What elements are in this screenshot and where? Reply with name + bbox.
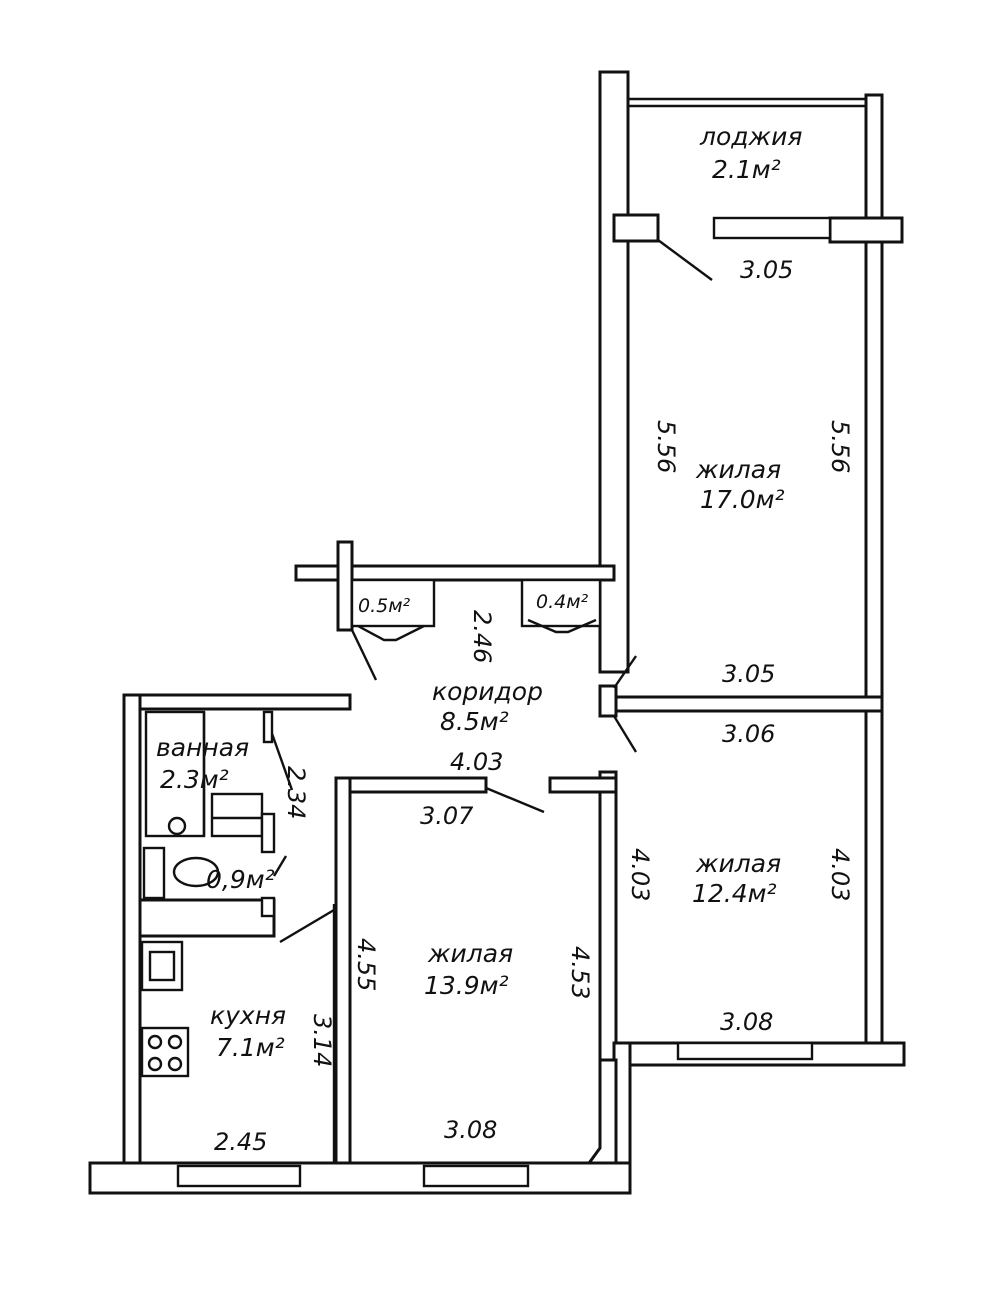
room-name-bathroom: ванная — [156, 733, 249, 762]
dim-corridor-width: 4.03 — [450, 748, 503, 776]
room-area-living1: 17.0м² — [700, 485, 785, 514]
door-living2 — [612, 715, 638, 753]
washing-machine — [210, 792, 264, 838]
door-living1-lower — [613, 655, 637, 689]
door-corridor-left — [350, 629, 378, 681]
closet-1 — [350, 578, 436, 628]
dim-kitchen-bottom: 2.45 — [214, 1128, 267, 1156]
wall-bottom — [88, 1161, 632, 1195]
stove — [140, 1026, 190, 1078]
room-name-living2: жилая — [695, 849, 781, 878]
dimension-labels: 3.05 5.56 5.56 3.05 2.46 4.03 3.06 4.03 … — [214, 256, 854, 1156]
wall-room-partition — [612, 695, 884, 713]
window-loggia-inner — [712, 216, 832, 240]
window-living3 — [422, 1164, 530, 1188]
room-area-corridor: 8.5м² — [440, 707, 509, 736]
bath-drain — [167, 816, 187, 836]
room-area-toilet: 0,9м² — [206, 865, 275, 894]
dim-living3-right: 4.53 — [566, 946, 594, 999]
room-name-living1: жилая — [695, 455, 781, 484]
room-area-loggia: 2.1м² — [712, 155, 781, 184]
room-area-living3: 13.9м² — [424, 971, 509, 1000]
room-area-kitchen: 7.1м² — [216, 1033, 285, 1062]
wall-wc-bottom — [138, 898, 276, 938]
pipe-riser — [262, 710, 274, 744]
stove-burners — [147, 1034, 183, 1072]
doors — [268, 239, 713, 1164]
dim-living2-right: 4.03 — [826, 848, 854, 901]
wall-corridor-post — [336, 540, 354, 632]
burner — [167, 1056, 183, 1072]
dim-living1-right: 5.56 — [826, 420, 854, 473]
wall-living3-left — [334, 776, 352, 1175]
room-area-living2: 12.4м² — [692, 879, 777, 908]
bath-wall-stub — [260, 812, 276, 854]
room-area-closet1: 0.5м² — [358, 595, 411, 617]
window-living2 — [676, 1041, 814, 1061]
burner — [147, 1034, 163, 1050]
wall-kitchen-left — [122, 693, 142, 1175]
wall-door-top — [548, 776, 618, 794]
wall-corridor-top — [294, 564, 616, 582]
dim-living3-left: 4.55 — [352, 938, 380, 991]
wall-middle-right — [598, 770, 618, 1062]
dim-bathroom-height: 2.34 — [282, 766, 310, 819]
door-living3 — [485, 786, 545, 814]
room-name-living3: жилая — [427, 939, 513, 968]
door-bathroom — [268, 727, 294, 791]
wall-loggia-left — [598, 70, 630, 674]
room-name-kitchen: кухня — [210, 1001, 286, 1030]
dim-living1-left: 5.56 — [652, 420, 680, 473]
room-name-loggia: лоджия — [699, 122, 802, 151]
sink-basin — [148, 950, 176, 982]
wall-partition-stub — [598, 684, 618, 718]
wall-living3-top — [336, 776, 488, 794]
window-kitchen — [176, 1164, 302, 1188]
closets — [350, 578, 602, 642]
dim-kitchen-height: 3.14 — [308, 1014, 336, 1067]
dim-living2-top: 3.06 — [722, 720, 775, 748]
door-living1 — [657, 239, 713, 281]
wc-wall-stub — [260, 896, 276, 918]
bathtub — [144, 710, 206, 838]
closet-1-doors — [357, 624, 425, 642]
room-name-corridor: коридор — [432, 677, 543, 706]
toilet-bowl — [172, 856, 220, 888]
walls — [88, 70, 906, 1195]
door-kitchen — [279, 908, 335, 944]
wc-cistern — [142, 846, 166, 900]
wall-right-stub — [828, 216, 904, 244]
dim-living3-top: 3.07 — [420, 802, 474, 830]
closet-2 — [520, 578, 602, 628]
fixtures — [140, 710, 276, 1078]
dim-living2-bottom: 3.08 — [720, 1008, 773, 1036]
wall-kitchen-top — [122, 693, 352, 711]
burner — [167, 1034, 183, 1050]
door-wc — [272, 855, 288, 877]
dim-living2-left: 4.03 — [626, 848, 654, 901]
dim-living1-top: 3.05 — [740, 256, 793, 284]
dim-living1-bottom: 3.05 — [722, 660, 775, 688]
dim-living3-bottom: 3.08 — [444, 1116, 497, 1144]
wall-loggia-left-stub — [612, 213, 660, 243]
room-area-closet2: 0.4м² — [536, 591, 589, 613]
closet-2-doors — [527, 618, 597, 634]
dim-corridor-height: 2.46 — [468, 610, 496, 663]
burner — [147, 1056, 163, 1072]
room-area-bathroom: 2.3м² — [160, 765, 229, 794]
room-labels: лоджия 2.1м² жилая 17.0м² коридор 8.5м² … — [156, 122, 802, 1062]
